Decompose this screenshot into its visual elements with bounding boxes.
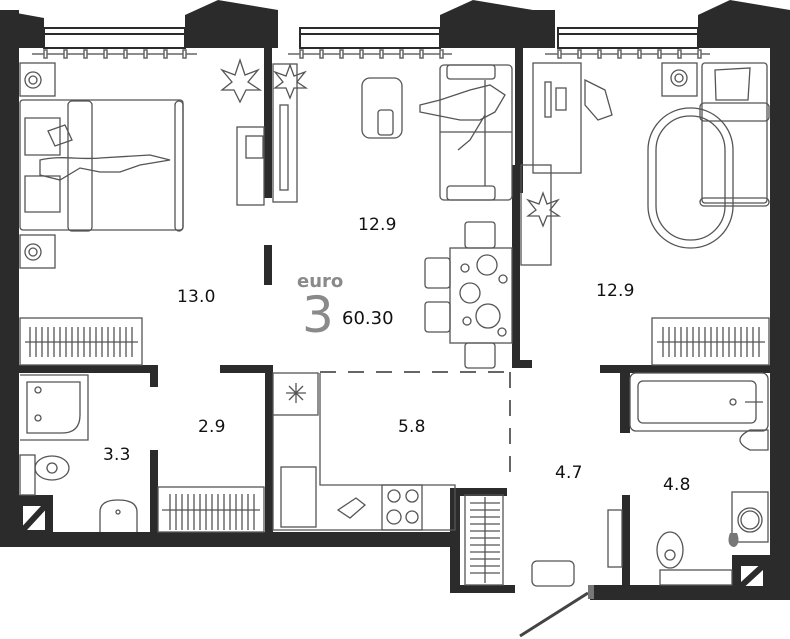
- washing-machine-icon: [731, 491, 769, 543]
- fridge-snowflake-icon: [286, 383, 306, 403]
- dining-table-icon: [424, 221, 513, 369]
- apartment-class-label: euro: [297, 271, 344, 292]
- sink-icon: [99, 429, 769, 532]
- double-bed-icon: [19, 99, 184, 232]
- nightstand-icon: [19, 62, 56, 269]
- radiator-icon: [19, 317, 770, 586]
- nightstand-right-icon: [661, 62, 698, 97]
- tv-unit-icon: [272, 63, 298, 203]
- water-drop-icon: [728, 533, 739, 547]
- rug-icon: [647, 107, 734, 249]
- shower-cabin-icon: [20, 374, 89, 441]
- zone-boundary: [320, 371, 511, 480]
- room-area-label: 4.8: [663, 475, 691, 495]
- room-area-label: 4.7: [555, 463, 583, 483]
- study-desk-icon: [520, 62, 613, 266]
- coffee-table-icon: [361, 77, 403, 139]
- single-bed-icon: [699, 62, 770, 207]
- curtain-rails: [32, 49, 710, 59]
- room-area-label: 3.3: [103, 445, 131, 465]
- toilet-icon: [19, 454, 733, 586]
- rooms-count: 3: [302, 286, 334, 344]
- desk-icon: [236, 126, 265, 206]
- windows: [43, 27, 699, 49]
- sofa-icon: [419, 64, 513, 201]
- plant-icon: [219, 57, 562, 228]
- room-area-label: 5.8: [398, 417, 426, 437]
- walls: [0, 0, 790, 600]
- doormat-icon: [531, 560, 575, 587]
- room-area-label: 12.9: [596, 281, 635, 301]
- towel-dryer-icon: [607, 509, 623, 568]
- room-area-label: 12.9: [358, 215, 397, 235]
- bathtub-icon: [629, 372, 769, 432]
- total-area: 60.30: [342, 308, 394, 329]
- ventilation-shaft-icons: [19, 502, 767, 590]
- room-area-label: 13.0: [177, 287, 216, 307]
- kitchen-counter-icon: [272, 372, 456, 531]
- entrance-door-icon: [519, 585, 594, 638]
- room-area-label: 2.9: [198, 417, 226, 437]
